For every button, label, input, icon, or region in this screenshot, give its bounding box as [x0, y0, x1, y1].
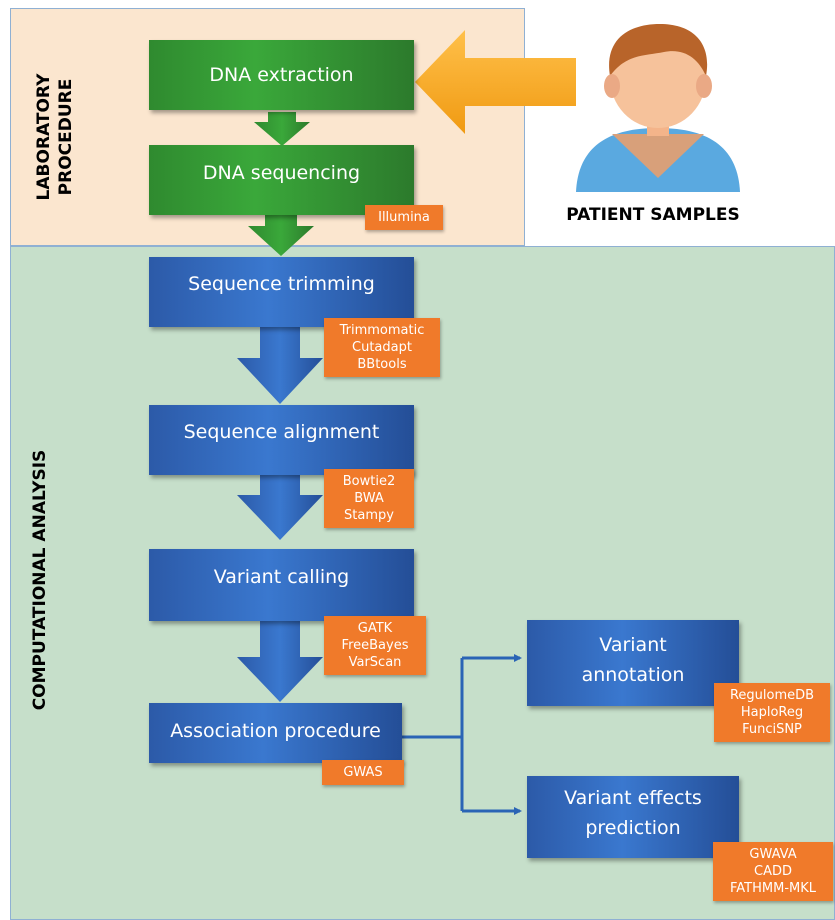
step-variant-calling-label: Variant calling [213, 566, 350, 588]
step-variant-annotation-line1: Variant [599, 634, 667, 656]
tool-item: Cutadapt [352, 340, 412, 355]
step-dna-extraction: DNA extraction [149, 40, 414, 110]
tool-item: HaploReg [740, 705, 804, 720]
tool-item: CADD [754, 864, 792, 879]
arrow-extraction-to-sequencing [254, 112, 310, 146]
arrow-calling-to-association [237, 616, 323, 702]
tools-sequence-trimming: Trimmomatic Cutadapt BBtools [324, 318, 440, 377]
step-sequence-trimming-label: Sequence trimming [188, 273, 375, 295]
tools-variant-annotation: RegulomeDB HaploReg FunciSNP [714, 683, 830, 742]
tool-item: Stampy [344, 508, 394, 523]
tool-item: FreeBayes [341, 638, 409, 653]
step-dna-extraction-label: DNA extraction [209, 64, 354, 86]
branch-connector [402, 654, 522, 815]
step-association-procedure-label: Association procedure [170, 720, 381, 742]
tool-item: GATK [357, 621, 393, 636]
arrow-sequencing-to-trimming [248, 207, 314, 256]
patient-samples-caption: PATIENT SAMPLES [566, 205, 740, 225]
step-variant-effects-prediction: Variant effects prediction [527, 776, 739, 858]
step-variant-effects-prediction-line2: prediction [585, 817, 681, 839]
tool-item: BBtools [357, 357, 407, 372]
tool-item: FATHMM-MKL [730, 881, 816, 896]
step-variant-annotation-line2: annotation [581, 664, 685, 686]
tools-variant-effects-prediction: GWAVA CADD FATHMM-MKL [713, 842, 833, 901]
step-association-procedure: Association procedure [149, 703, 402, 763]
tools-dna-sequencing: Illumina [365, 205, 443, 230]
step-dna-sequencing-label: DNA sequencing [202, 162, 361, 184]
step-variant-annotation: Variant annotation [527, 620, 739, 706]
step-variant-calling: Variant calling [149, 549, 414, 621]
tools-variant-calling: GATK FreeBayes VarScan [324, 616, 426, 675]
arrow-alignment-to-calling [237, 470, 323, 540]
patient-icon [576, 24, 740, 192]
tool-item: FunciSNP [742, 722, 802, 737]
step-dna-sequencing: DNA sequencing [149, 145, 414, 215]
step-sequence-trimming: Sequence trimming [149, 257, 414, 327]
tool-item: BWA [354, 491, 384, 506]
tools-sequence-alignment: Bowtie2 BWA Stampy [324, 469, 414, 528]
step-variant-effects-prediction-line1: Variant effects [564, 787, 702, 809]
tool-item: GWAVA [749, 847, 797, 862]
input-arrow [415, 30, 576, 134]
tool-item: Trimmomatic [339, 323, 425, 338]
tools-association-procedure: GWAS [322, 760, 404, 785]
step-sequence-alignment: Sequence alignment [149, 405, 414, 475]
tool-item: GWAS [343, 765, 383, 780]
arrow-trimming-to-alignment [237, 316, 323, 404]
tool-item: RegulomeDB [729, 688, 815, 703]
step-sequence-alignment-label: Sequence alignment [183, 421, 380, 443]
tool-item: VarScan [348, 655, 402, 670]
tool-item: Bowtie2 [342, 474, 396, 489]
tool-item: Illumina [378, 210, 430, 225]
